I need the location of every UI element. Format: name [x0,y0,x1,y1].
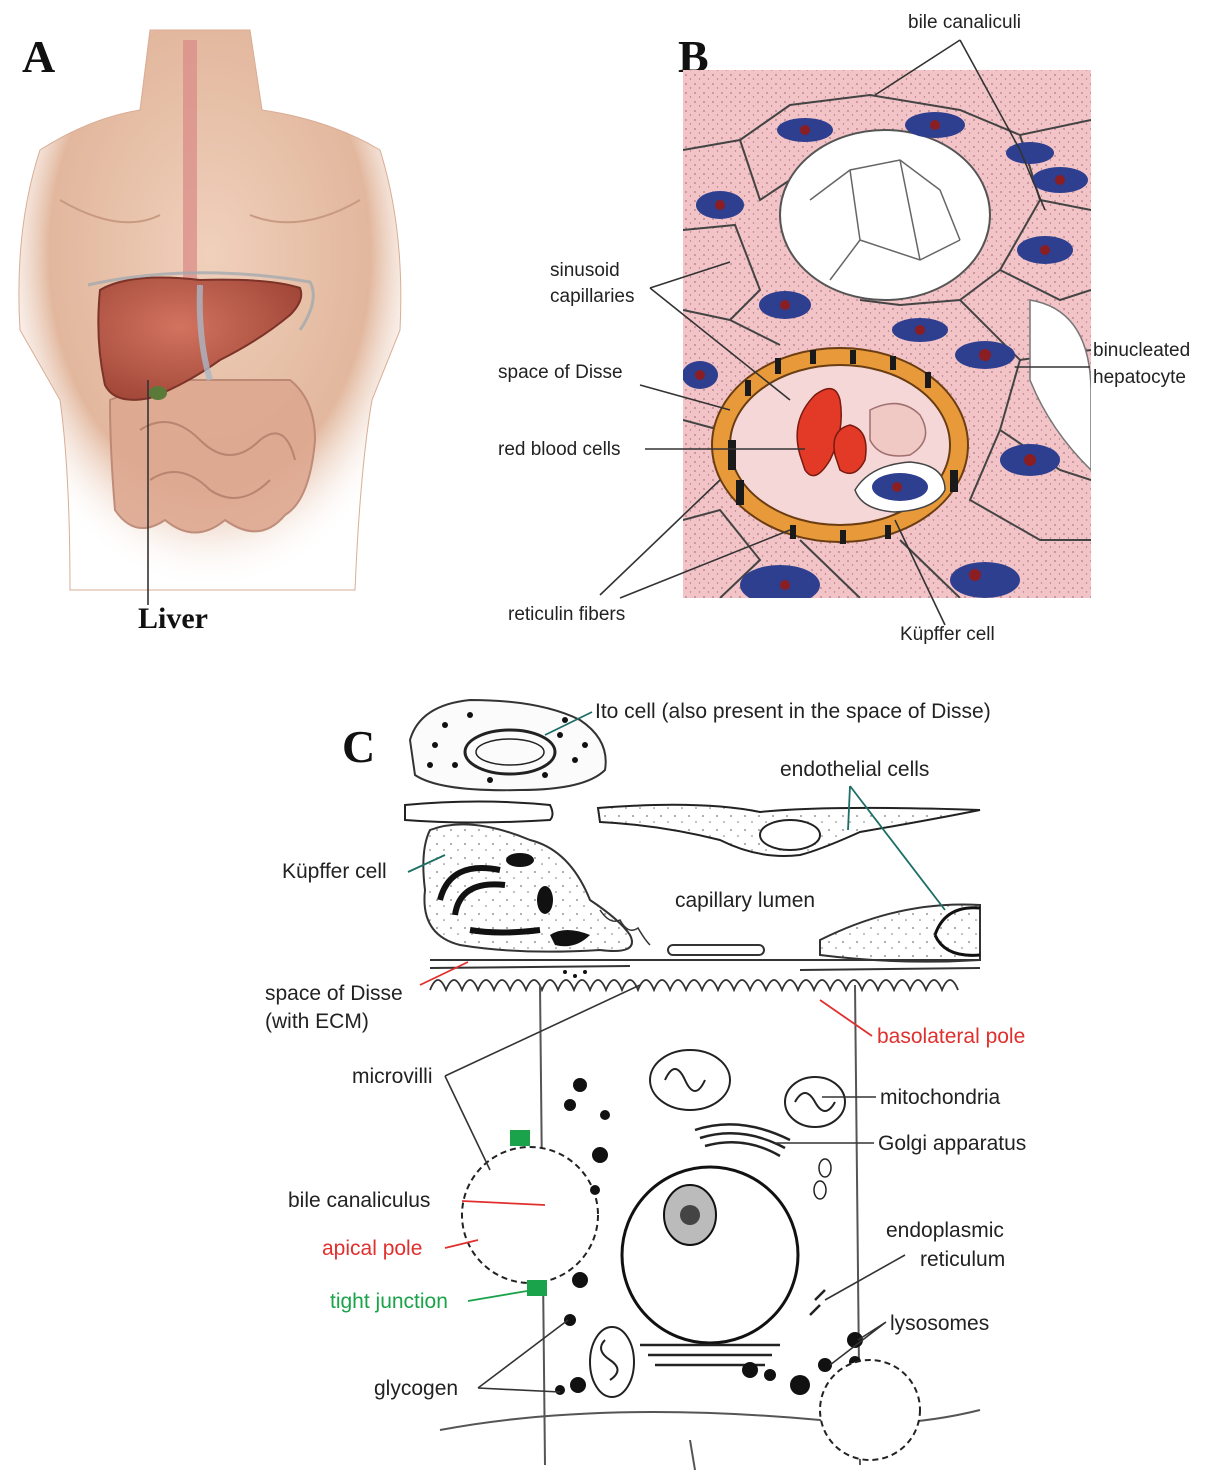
label-lysosomes: lysosomes [890,1312,989,1335]
label-capillary-lumen: capillary lumen [675,889,815,912]
label-apical-pole: apical pole [322,1237,422,1260]
label-bile-canaliculus: bile canaliculus [288,1189,430,1212]
vesicles [814,1159,831,1199]
label-kupffer-cell-b: Küpffer cell [900,624,995,645]
label-endothelial-cells: endothelial cells [780,758,929,781]
label-space-of-disse-c-line2: (with ECM) [265,1010,369,1033]
label-space-of-disse: space of Disse [498,362,623,383]
liver-label: Liver [138,602,208,635]
panel-c: C [265,700,1026,1470]
label-basolateral-pole: basolateral pole [877,1025,1025,1048]
histology-drawing [682,70,1091,605]
microvilli-border [430,980,958,990]
label-glycogen: glycogen [374,1377,458,1400]
basolateral-leader [820,1000,872,1036]
nucleus-c [622,1167,798,1343]
label-ito-cell: Ito cell (also present in the space of D… [595,700,991,723]
label-reticulin-fibers: reticulin fibers [508,604,625,625]
space-of-disse-c-leader [420,962,468,985]
panel-a: A Liver [19,30,401,635]
intestines [110,380,315,533]
endothelial-leader [848,786,945,910]
glycogen-leader [478,1320,568,1392]
golgi-shape [695,1124,790,1156]
cell-drawing [405,700,980,1470]
label-sinusoid-line2: capillaries [550,286,634,307]
label-er-line1: endoplasmic [886,1219,1004,1242]
endothelial-cell-right [820,904,980,961]
label-sinusoid-line1: sinusoid [550,260,620,281]
er-leader [825,1255,905,1300]
label-binucleated-line2: hepatocyte [1093,367,1186,388]
label-kupffer-cell-c: Küpffer cell [282,860,387,883]
label-golgi-apparatus: Golgi apparatus [878,1132,1026,1155]
panel-b: B [498,12,1190,645]
endothelial-fragment [668,945,764,955]
ito-cell [410,700,606,790]
label-tight-junction: tight junction [330,1290,448,1313]
label-er-line2: reticulum [920,1248,1005,1271]
label-space-of-disse-c-line1: space of Disse [265,982,403,1005]
tight-junction-leader [468,1291,527,1301]
label-mitochondria: mitochondria [880,1086,1001,1109]
torso-illustration [19,30,401,590]
red-blood-cell [834,425,866,473]
panel-a-letter: A [22,31,55,82]
sinusoid [712,348,968,544]
label-binucleated-line1: binucleated [1093,340,1190,361]
space-of-disse-c [430,960,980,978]
label-red-blood-cells: red blood cells [498,439,621,460]
label-microvilli: microvilli [352,1065,433,1088]
panel-c-letter: C [342,721,375,772]
label-bile-canaliculi: bile canaliculi [908,12,1021,33]
central-vein [780,130,990,300]
second-bile-canaliculus [820,1360,920,1460]
kupffer-cell-c [423,824,650,951]
